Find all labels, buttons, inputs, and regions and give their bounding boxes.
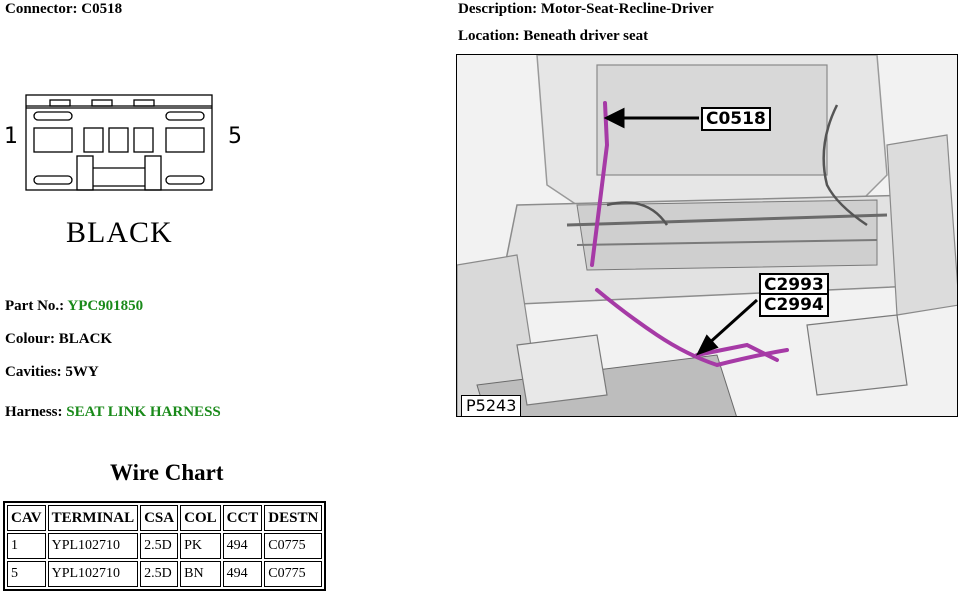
harness-row: Harness: SEAT LINK HARNESS: [5, 404, 221, 421]
description-heading: Description: Motor-Seat-Recline-Driver: [458, 1, 714, 18]
cell-destn: C0775: [264, 561, 323, 587]
harness-label: Harness:: [5, 404, 63, 420]
part-number-row: Part No.: YPC901850: [5, 298, 143, 315]
cell-col: BN: [180, 561, 221, 587]
cell-cav: 5: [7, 561, 46, 587]
pin-5-label: 5: [228, 124, 242, 149]
table-row: 1 YPL102710 2.5D PK 494 C0775: [7, 533, 323, 559]
colour-label: Colour:: [5, 331, 55, 347]
header-cct: CCT: [222, 505, 263, 531]
connector-face-diagram: 1 5 BLACK: [0, 88, 260, 258]
table-header-row: CAV TERMINAL CSA COL CCT DESTN: [7, 505, 323, 531]
cell-col: PK: [180, 533, 221, 559]
location-heading: Location: Beneath driver seat: [458, 28, 648, 45]
cell-terminal: YPL102710: [47, 561, 139, 587]
cell-destn: C0775: [264, 533, 323, 559]
connector-label: Connector:: [5, 1, 78, 17]
connector-heading: Connector: C0518: [5, 1, 122, 18]
location-value: Beneath driver seat: [523, 28, 649, 44]
description-label: Description:: [458, 1, 538, 17]
header-terminal: TERMINAL: [47, 505, 139, 531]
wire-chart-table: CAV TERMINAL CSA COL CCT DESTN 1 YPL1027…: [3, 501, 327, 591]
description-value: Motor-Seat-Recline-Driver: [540, 1, 714, 17]
cell-terminal: YPL102710: [47, 533, 139, 559]
colour-row: Colour: BLACK: [5, 331, 112, 348]
cavities-label: Cavities:: [5, 364, 62, 380]
cell-cct: 494: [222, 533, 263, 559]
location-label: Location:: [458, 28, 520, 44]
cavities-row: Cavities: 5WY: [5, 364, 99, 381]
pin-1-label: 1: [4, 124, 18, 149]
colour-value: BLACK: [58, 331, 113, 347]
connector-colour-label: BLACK: [66, 216, 173, 249]
harness-link[interactable]: SEAT LINK HARNESS: [66, 404, 221, 420]
header-cav: CAV: [7, 505, 46, 531]
part-number-label: Part No.:: [5, 298, 65, 314]
wire-chart-title: Wire Chart: [110, 460, 224, 485]
header-csa: CSA: [140, 505, 179, 531]
callout-c0518: C0518: [701, 107, 771, 131]
cell-csa: 2.5D: [140, 561, 179, 587]
location-illustration: C0518 C2993 C2994 P5243: [456, 54, 958, 417]
cell-cav: 1: [7, 533, 46, 559]
table-row: 5 YPL102710 2.5D BN 494 C0775: [7, 561, 323, 587]
header-col: COL: [180, 505, 221, 531]
cell-csa: 2.5D: [140, 533, 179, 559]
part-number-link[interactable]: YPC901850: [67, 298, 144, 314]
connector-value: C0518: [81, 1, 123, 17]
connector-face-drawing: [25, 94, 213, 191]
illustration-reference-code: P5243: [461, 395, 522, 416]
cavities-value: 5WY: [65, 364, 99, 380]
header-destn: DESTN: [264, 505, 323, 531]
callout-c2994: C2994: [759, 293, 829, 317]
cell-cct: 494: [222, 561, 263, 587]
